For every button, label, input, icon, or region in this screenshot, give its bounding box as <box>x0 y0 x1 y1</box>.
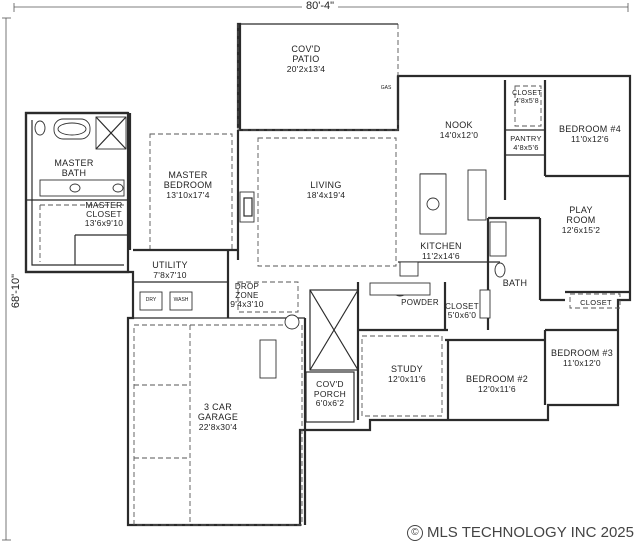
service-walls <box>133 248 545 342</box>
room-size: 6'0x6'2 <box>315 398 345 408</box>
room-size: 14'0x12'0 <box>439 130 479 140</box>
room-size: 7'8x7'10 <box>153 270 187 280</box>
exterior-walls <box>24 22 632 527</box>
room-bedroom-2: BEDROOM #2 12'0x11'6 <box>466 374 528 394</box>
room-name: COV'D <box>316 379 344 389</box>
washer-label: WASH <box>173 297 189 303</box>
room-size: 12'0x11'6 <box>478 384 516 394</box>
room-master-closet: MASTER CLOSET 13'6x9'10 <box>85 201 124 228</box>
room-size: 11'0x12'6 <box>571 134 609 144</box>
room-name: PATIO <box>292 54 320 64</box>
room-size: 5'0x6'0 <box>447 310 477 320</box>
room-size: 13'10x17'4 <box>166 190 210 200</box>
room-living: LIVING 18'4x19'4 <box>307 180 346 200</box>
room-name: BEDROOM <box>163 180 213 190</box>
room-porch: COV'D PORCH 6'0x6'2 <box>313 379 347 409</box>
room-closet-upper: CLOSET 4'8x5'8 <box>512 90 542 106</box>
kitchen-walls <box>396 76 547 277</box>
room-patio: COV'D PATIO 20'2x13'4 <box>287 44 326 74</box>
room-drop-zone: DROP ZONE 9'4x3'10 <box>230 282 264 309</box>
room-name: POWDER <box>401 298 439 307</box>
room-size: 4'8x5'6 <box>513 143 539 152</box>
room-name: NOOK <box>445 120 473 130</box>
overall-width-dimension: 80'-4" <box>301 0 339 12</box>
master-suite-walls <box>26 113 233 265</box>
room-name: CLOSET <box>445 302 479 311</box>
room-name: STUDY <box>390 364 423 374</box>
room-name: PANTRY <box>510 134 542 143</box>
room-name: CLOSET <box>580 298 612 307</box>
living-walls <box>236 130 397 267</box>
room-name: ROOM <box>566 215 596 225</box>
east-wing-walls <box>479 174 630 405</box>
room-name: BEDROOM #3 <box>550 348 614 358</box>
room-name: GARAGE <box>197 412 239 422</box>
room-name: LIVING <box>310 180 342 190</box>
overall-depth-dimension: 68'-10" <box>10 270 23 312</box>
dryer-label: DRY <box>145 297 157 303</box>
room-name: MASTER <box>168 170 208 180</box>
room-name: MASTER <box>85 200 123 210</box>
room-bath: BATH <box>503 278 528 288</box>
room-play-room: PLAY ROOM 12'6x15'2 <box>562 205 601 235</box>
room-name: PLAY <box>569 205 593 215</box>
room-size: 13'6x9'10 <box>84 218 124 228</box>
copyright-text: MLS TECHNOLOGY INC 2025 <box>426 524 634 541</box>
room-name: CLOSET <box>512 90 542 97</box>
room-utility: UTILITY 7'8x7'10 <box>152 260 188 280</box>
room-size: 9'4x3'10 <box>230 299 264 309</box>
room-study: STUDY 12'0x11'6 <box>388 364 426 384</box>
room-name: DROP <box>234 282 260 291</box>
room-name: KITCHEN <box>420 241 462 251</box>
room-size: 4'8x5'8 <box>515 98 539 105</box>
room-name: BATH <box>61 168 87 178</box>
room-size: 22'8x30'4 <box>198 422 238 432</box>
room-name: PORCH <box>313 388 347 399</box>
room-size: 18'4x19'4 <box>306 190 346 200</box>
room-kitchen: KITCHEN 11'2x14'6 <box>420 241 462 261</box>
room-size: 12'6x15'2 <box>561 225 601 235</box>
room-name: ZONE <box>235 291 259 300</box>
room-size: 11'2x14'6 <box>422 251 460 261</box>
room-nook: NOOK 14'0x12'0 <box>440 120 479 140</box>
room-closet-mid: CLOSET 5'0x6'0 <box>445 302 479 320</box>
room-master-bath: MASTER BATH <box>54 158 93 178</box>
patio-area <box>237 23 399 131</box>
room-name: BATH <box>502 278 528 288</box>
room-powder: POWDER <box>401 298 439 308</box>
room-size: 11'0x12'0 <box>563 358 601 368</box>
room-name: COV'D <box>291 44 321 54</box>
room-size: 12'0x11'6 <box>388 374 426 384</box>
room-name: UTILITY <box>152 260 188 270</box>
room-bedroom-4: BEDROOM #4 11'0x12'6 <box>559 124 621 144</box>
room-pantry: PANTRY 4'8x5'6 <box>510 134 542 152</box>
copyright-icon: © <box>406 524 423 541</box>
room-name: MASTER <box>54 158 94 168</box>
room-name: 3 CAR <box>203 402 232 412</box>
copyright-notice: © MLS TECHNOLOGY INC 2025 <box>406 524 634 541</box>
room-closet-right: CLOSET <box>580 298 612 308</box>
gas-label: GAS <box>380 85 392 91</box>
room-name: BEDROOM #2 <box>465 374 529 384</box>
room-bedroom-3: BEDROOM #3 11'0x12'0 <box>551 348 613 368</box>
room-master-bedroom: MASTER BEDROOM 13'10x17'4 <box>164 170 213 200</box>
room-size: 20'2x13'4 <box>286 64 326 74</box>
room-name: CLOSET <box>86 209 122 219</box>
room-name: BEDROOM #4 <box>558 124 622 134</box>
front-walls <box>133 289 450 526</box>
room-garage: 3 CAR GARAGE 22'8x30'4 <box>198 402 238 432</box>
